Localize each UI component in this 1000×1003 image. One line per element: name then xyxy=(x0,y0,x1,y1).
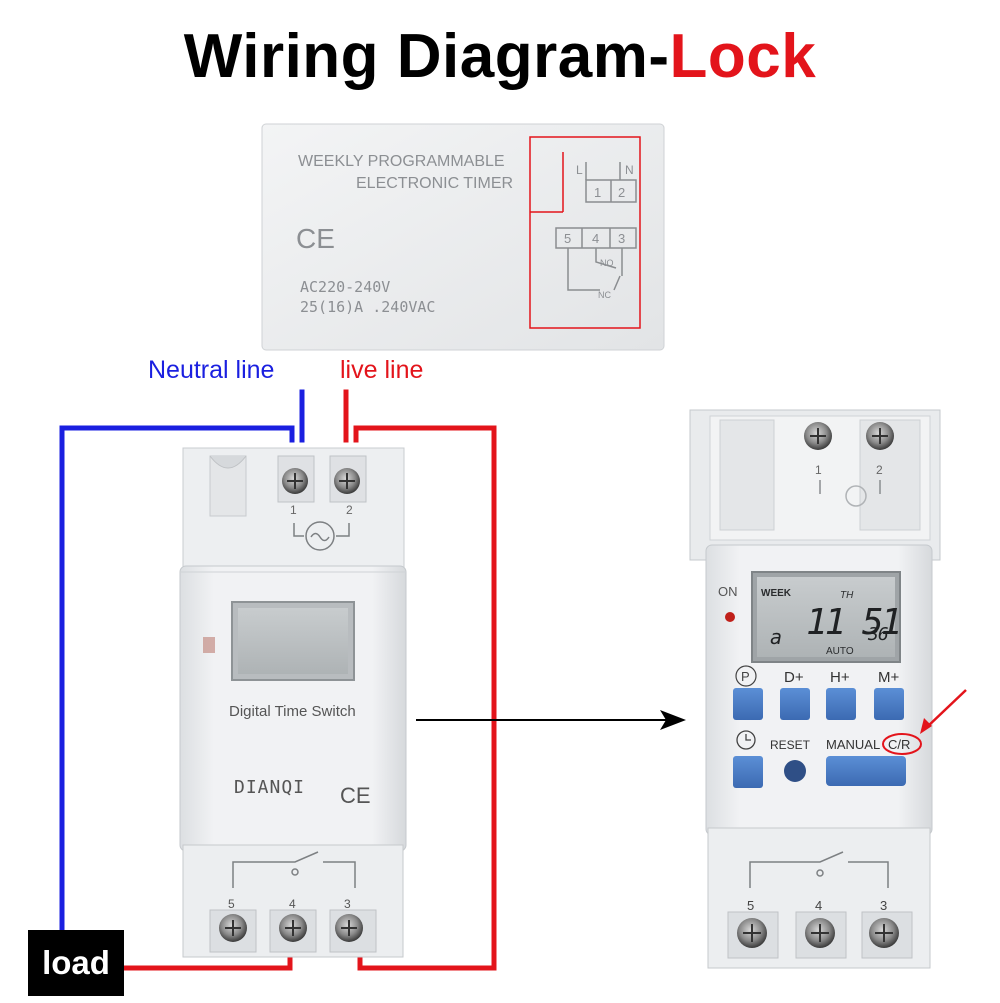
title-main: Wiring Diagram- xyxy=(183,22,670,91)
on-indicator-led xyxy=(725,612,735,622)
lcd-left-digit: a xyxy=(770,625,782,649)
btn-p-label: P xyxy=(741,669,750,684)
title-accent: Lock xyxy=(669,22,817,91)
lcd-week: WEEK xyxy=(761,588,792,599)
label-plate xyxy=(261,123,665,351)
left-t2: 2 xyxy=(346,503,353,517)
page-title: Wiring Diagram-Lock xyxy=(0,22,1000,92)
plate-no: NO xyxy=(600,258,614,268)
plate-line2: ELECTRONIC TIMER xyxy=(356,175,513,192)
right-t2: 2 xyxy=(876,463,883,477)
left-b4: 4 xyxy=(289,897,296,911)
reset-label: RESET xyxy=(770,738,811,752)
plate-nc: NC xyxy=(598,290,611,300)
reset-button[interactable] xyxy=(784,760,806,782)
clock-button[interactable] xyxy=(733,756,763,788)
plate-rating1: AC220-240V xyxy=(300,278,390,296)
btn-m-label: M+ xyxy=(878,669,899,686)
left-caption: Digital Time Switch xyxy=(229,703,356,720)
right-b4: 4 xyxy=(815,898,822,913)
left-timer-device xyxy=(179,447,407,958)
live-line-label: live line xyxy=(340,356,424,384)
p-icon xyxy=(735,665,757,687)
plate-ce-mark: CE xyxy=(296,223,335,254)
plate-t2: 2 xyxy=(618,185,625,200)
on-label: ON xyxy=(718,584,738,599)
left-brand: DIANQI xyxy=(234,777,305,798)
lcd-time: 11 51 xyxy=(806,602,899,643)
plate-t5: 5 xyxy=(564,231,571,246)
plate-L: L xyxy=(576,163,583,177)
btn-d-label: D+ xyxy=(784,669,804,686)
status-led xyxy=(203,637,215,653)
load-box: load xyxy=(28,930,124,996)
manual-label: MANUAL xyxy=(826,737,880,752)
plate-t4: 4 xyxy=(592,231,599,246)
right-t1: 1 xyxy=(815,463,822,477)
plate-N: N xyxy=(625,163,634,177)
right-b5: 5 xyxy=(747,898,754,913)
cr-label: C/R xyxy=(888,737,910,752)
neutral-line-label: Neutral line xyxy=(148,356,275,384)
left-b5: 5 xyxy=(228,897,235,911)
left-ce: CE xyxy=(340,783,371,808)
lcd-day: TH xyxy=(840,590,854,601)
plate-line1: WEEKLY PROGRAMMABLE xyxy=(298,153,505,170)
right-timer-device: WEEK TH 11 51 36 a AUTO P D+ H+ M+ RESET… xyxy=(689,409,967,969)
plate-t1: 1 xyxy=(594,185,601,200)
btn-h-label: H+ xyxy=(830,669,850,686)
m-plus-button[interactable] xyxy=(874,688,904,720)
terminal-highlight-box xyxy=(529,136,641,329)
plate-rating2: 25(16)A .240VAC xyxy=(300,298,435,316)
cr-highlight-circle xyxy=(882,733,922,755)
p-button[interactable] xyxy=(733,688,763,720)
right-b3: 3 xyxy=(880,898,887,913)
ac-symbol-icon xyxy=(305,521,335,551)
left-b3: 3 xyxy=(344,897,351,911)
d-plus-button[interactable] xyxy=(780,688,810,720)
h-plus-button[interactable] xyxy=(826,688,856,720)
left-t1: 1 xyxy=(290,503,297,517)
plate-t3: 3 xyxy=(618,231,625,246)
arrow-icon xyxy=(416,710,686,730)
lcd-seconds: 36 xyxy=(867,624,888,645)
clock-icon xyxy=(736,730,756,750)
manual-cr-button[interactable] xyxy=(826,756,906,786)
lcd-mode: AUTO xyxy=(826,646,854,657)
